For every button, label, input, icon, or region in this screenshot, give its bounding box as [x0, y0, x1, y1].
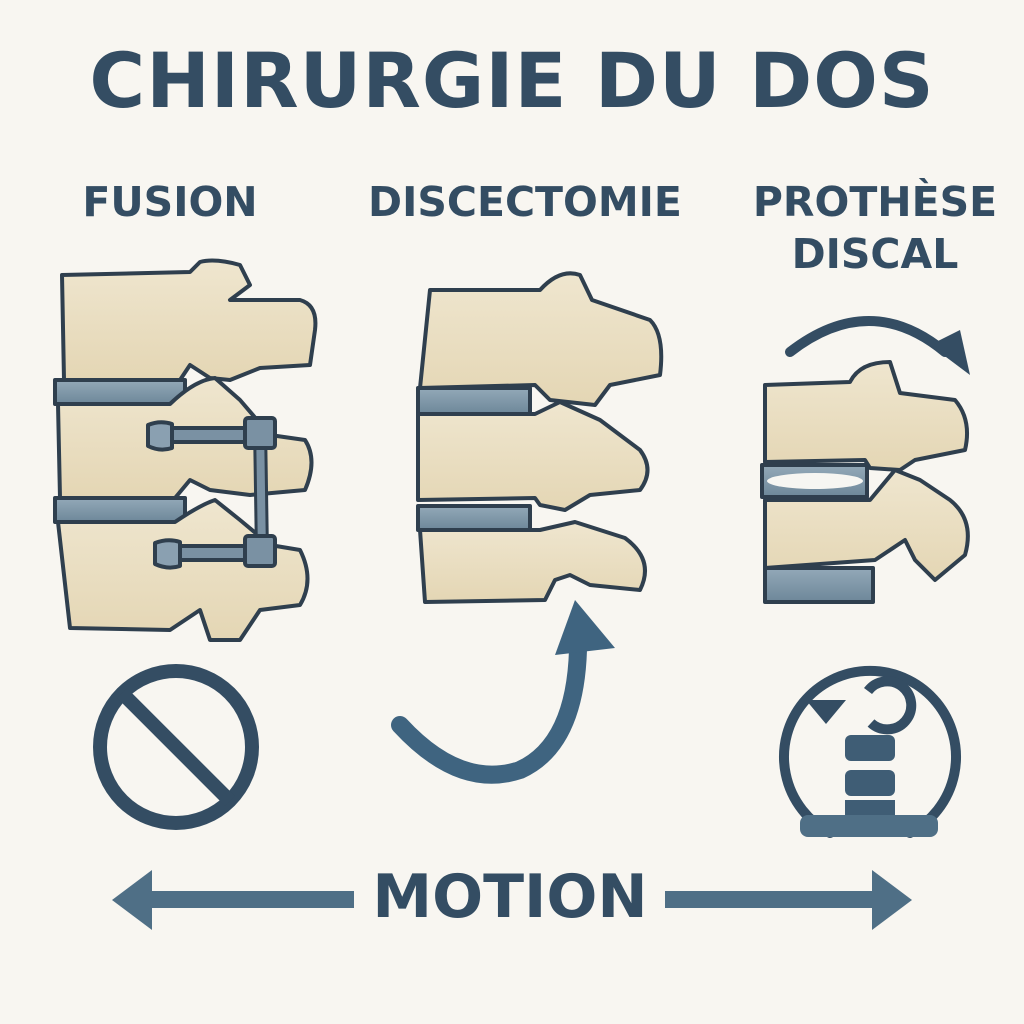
label-fusion: FUSION: [82, 178, 258, 226]
motion-label: MOTION: [372, 862, 648, 932]
arrow-left-icon: [112, 870, 354, 930]
label-prothese-discal: PROTHÈSE DISCAL: [740, 176, 1010, 280]
no-motion-icon: [93, 664, 259, 830]
rotation-disc-icon: [779, 665, 961, 838]
curved-arrow-icon: [391, 600, 615, 784]
fusion-spine: [53, 258, 318, 642]
arrow-right-icon: [665, 870, 912, 930]
prothese-spine: [760, 360, 970, 604]
label-prothese-line1: PROTHÈSE: [752, 178, 998, 226]
rotation-top-arrow-icon: [785, 316, 970, 375]
page-title: CHIRURGIE DU DOS: [89, 36, 935, 125]
discectomie-spine: [416, 271, 664, 604]
label-prothese-line2: DISCAL: [791, 230, 959, 278]
label-discectomie: DISCECTOMIE: [368, 178, 682, 226]
